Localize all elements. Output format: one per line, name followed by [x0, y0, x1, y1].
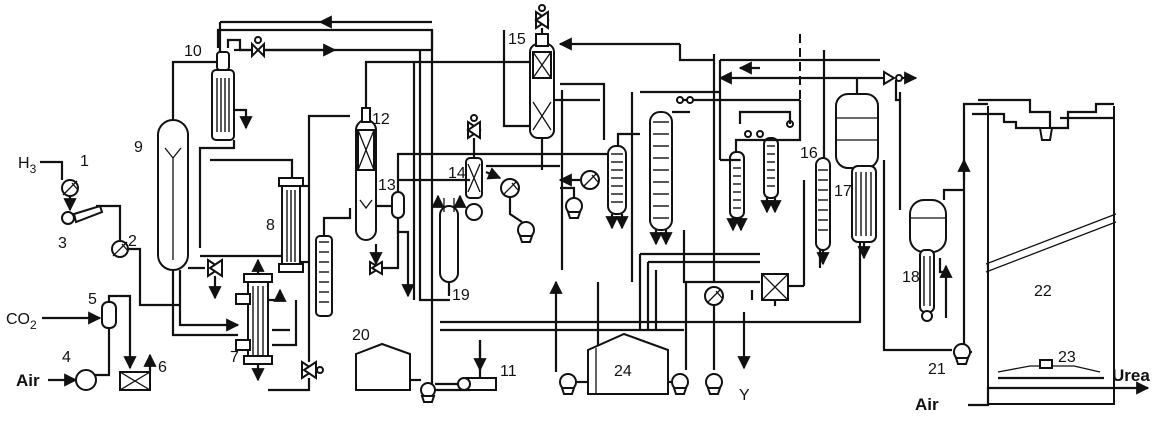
unit-label-9: 9	[134, 139, 143, 156]
letdown-valve	[301, 360, 324, 380]
unit-number-labels: 1 2 3 4 5 6 7 8 9 10 11 12 13 14 15 16 1…	[58, 31, 1076, 380]
unit-label-10: 10	[184, 43, 202, 60]
unit-label-16: 16	[800, 145, 818, 162]
unit-label-5: 5	[88, 291, 97, 308]
air-right-label: Air	[915, 395, 939, 414]
valve-mid	[207, 258, 223, 278]
unit-label-1: 1	[80, 153, 89, 170]
exchanger-2	[111, 240, 129, 258]
exchanger-a	[605, 145, 629, 230]
mixer-box	[761, 273, 789, 301]
nh3-feed-line	[40, 160, 64, 180]
fluidized-bed-23	[997, 359, 1104, 390]
synthesis-section	[157, 15, 434, 392]
unit-label-19: 19	[452, 287, 470, 304]
unit-label-24: 24	[614, 363, 632, 380]
stripper-7	[235, 273, 273, 365]
tank-24-section	[440, 100, 862, 395]
stream-labels: H3 CO2 Air Air Urea Y	[6, 155, 1150, 414]
compressor-6	[119, 371, 151, 391]
evaporation-section	[558, 34, 880, 395]
evaporator-18	[909, 199, 947, 322]
condenser-10-top-loop	[216, 28, 434, 52]
unit-label-12: 12	[372, 111, 390, 128]
unit-label-21: 21	[928, 361, 946, 378]
unit-label-6: 6	[158, 359, 167, 376]
unit-label-14: 14	[448, 165, 466, 182]
tank-24	[587, 332, 669, 395]
condenser-vent	[500, 178, 520, 198]
compressor-4	[75, 369, 97, 391]
pump-20	[420, 382, 436, 403]
unit-label-3: 3	[58, 235, 67, 252]
column-16	[815, 157, 831, 251]
pump-3	[61, 204, 104, 225]
granulation-section	[835, 70, 1150, 407]
unit-label-13: 13	[378, 177, 396, 194]
unit-label-20: 20	[352, 327, 370, 344]
valve-15	[534, 4, 550, 30]
exchanger-mid	[580, 170, 600, 190]
nh3-to-synthesis	[128, 247, 180, 307]
valve-12	[369, 260, 383, 276]
nh3-to-exchanger-2	[96, 204, 122, 240]
evaporator-17	[835, 93, 879, 243]
condenser-10	[211, 51, 235, 141]
tank-20	[355, 342, 411, 391]
feed-section	[40, 160, 180, 391]
valve-14	[466, 114, 482, 140]
unit-label-22: 22	[1034, 283, 1052, 300]
valve-17	[883, 70, 896, 86]
separator-5	[101, 301, 117, 329]
exchanger-19	[431, 194, 467, 283]
air-left-label: Air	[16, 371, 40, 390]
prilling-tower-22	[972, 98, 1117, 405]
h3-stream-label: H3	[18, 155, 37, 176]
exchanger-1	[61, 179, 79, 197]
decomposition-section	[315, 30, 612, 403]
exchanger-e	[704, 286, 724, 306]
pump-11	[456, 377, 497, 391]
column-14	[465, 157, 483, 221]
unit-label-7: 7	[230, 349, 239, 366]
unit-label-2: 2	[128, 233, 137, 250]
unit-label-23: 23	[1058, 349, 1076, 366]
exchanger-left	[315, 235, 333, 317]
separator-13	[391, 191, 405, 219]
co2-stream-label: CO2	[6, 311, 37, 332]
urea-product-label: Urea	[1112, 366, 1150, 385]
tower-15	[529, 33, 555, 139]
reactor-overhead	[171, 60, 220, 120]
exchanger-8	[278, 177, 304, 273]
unit-label-4: 4	[62, 349, 71, 366]
absorption-tower-section	[432, 4, 606, 372]
unit-label-8: 8	[266, 217, 275, 234]
pump-21	[953, 343, 971, 365]
exchanger-b	[649, 111, 673, 246]
unit-label-18: 18	[902, 269, 920, 286]
air-to-tower	[968, 386, 998, 407]
unit-label-15: 15	[508, 31, 526, 48]
unit-label-17: 17	[834, 183, 852, 200]
exchanger-c	[726, 151, 748, 232]
decomposer-12	[355, 107, 377, 241]
valve-top	[251, 36, 265, 59]
exchanger-d	[760, 137, 782, 214]
unit-label-11: 11	[500, 363, 517, 380]
y-stream-label: Y	[739, 387, 750, 404]
